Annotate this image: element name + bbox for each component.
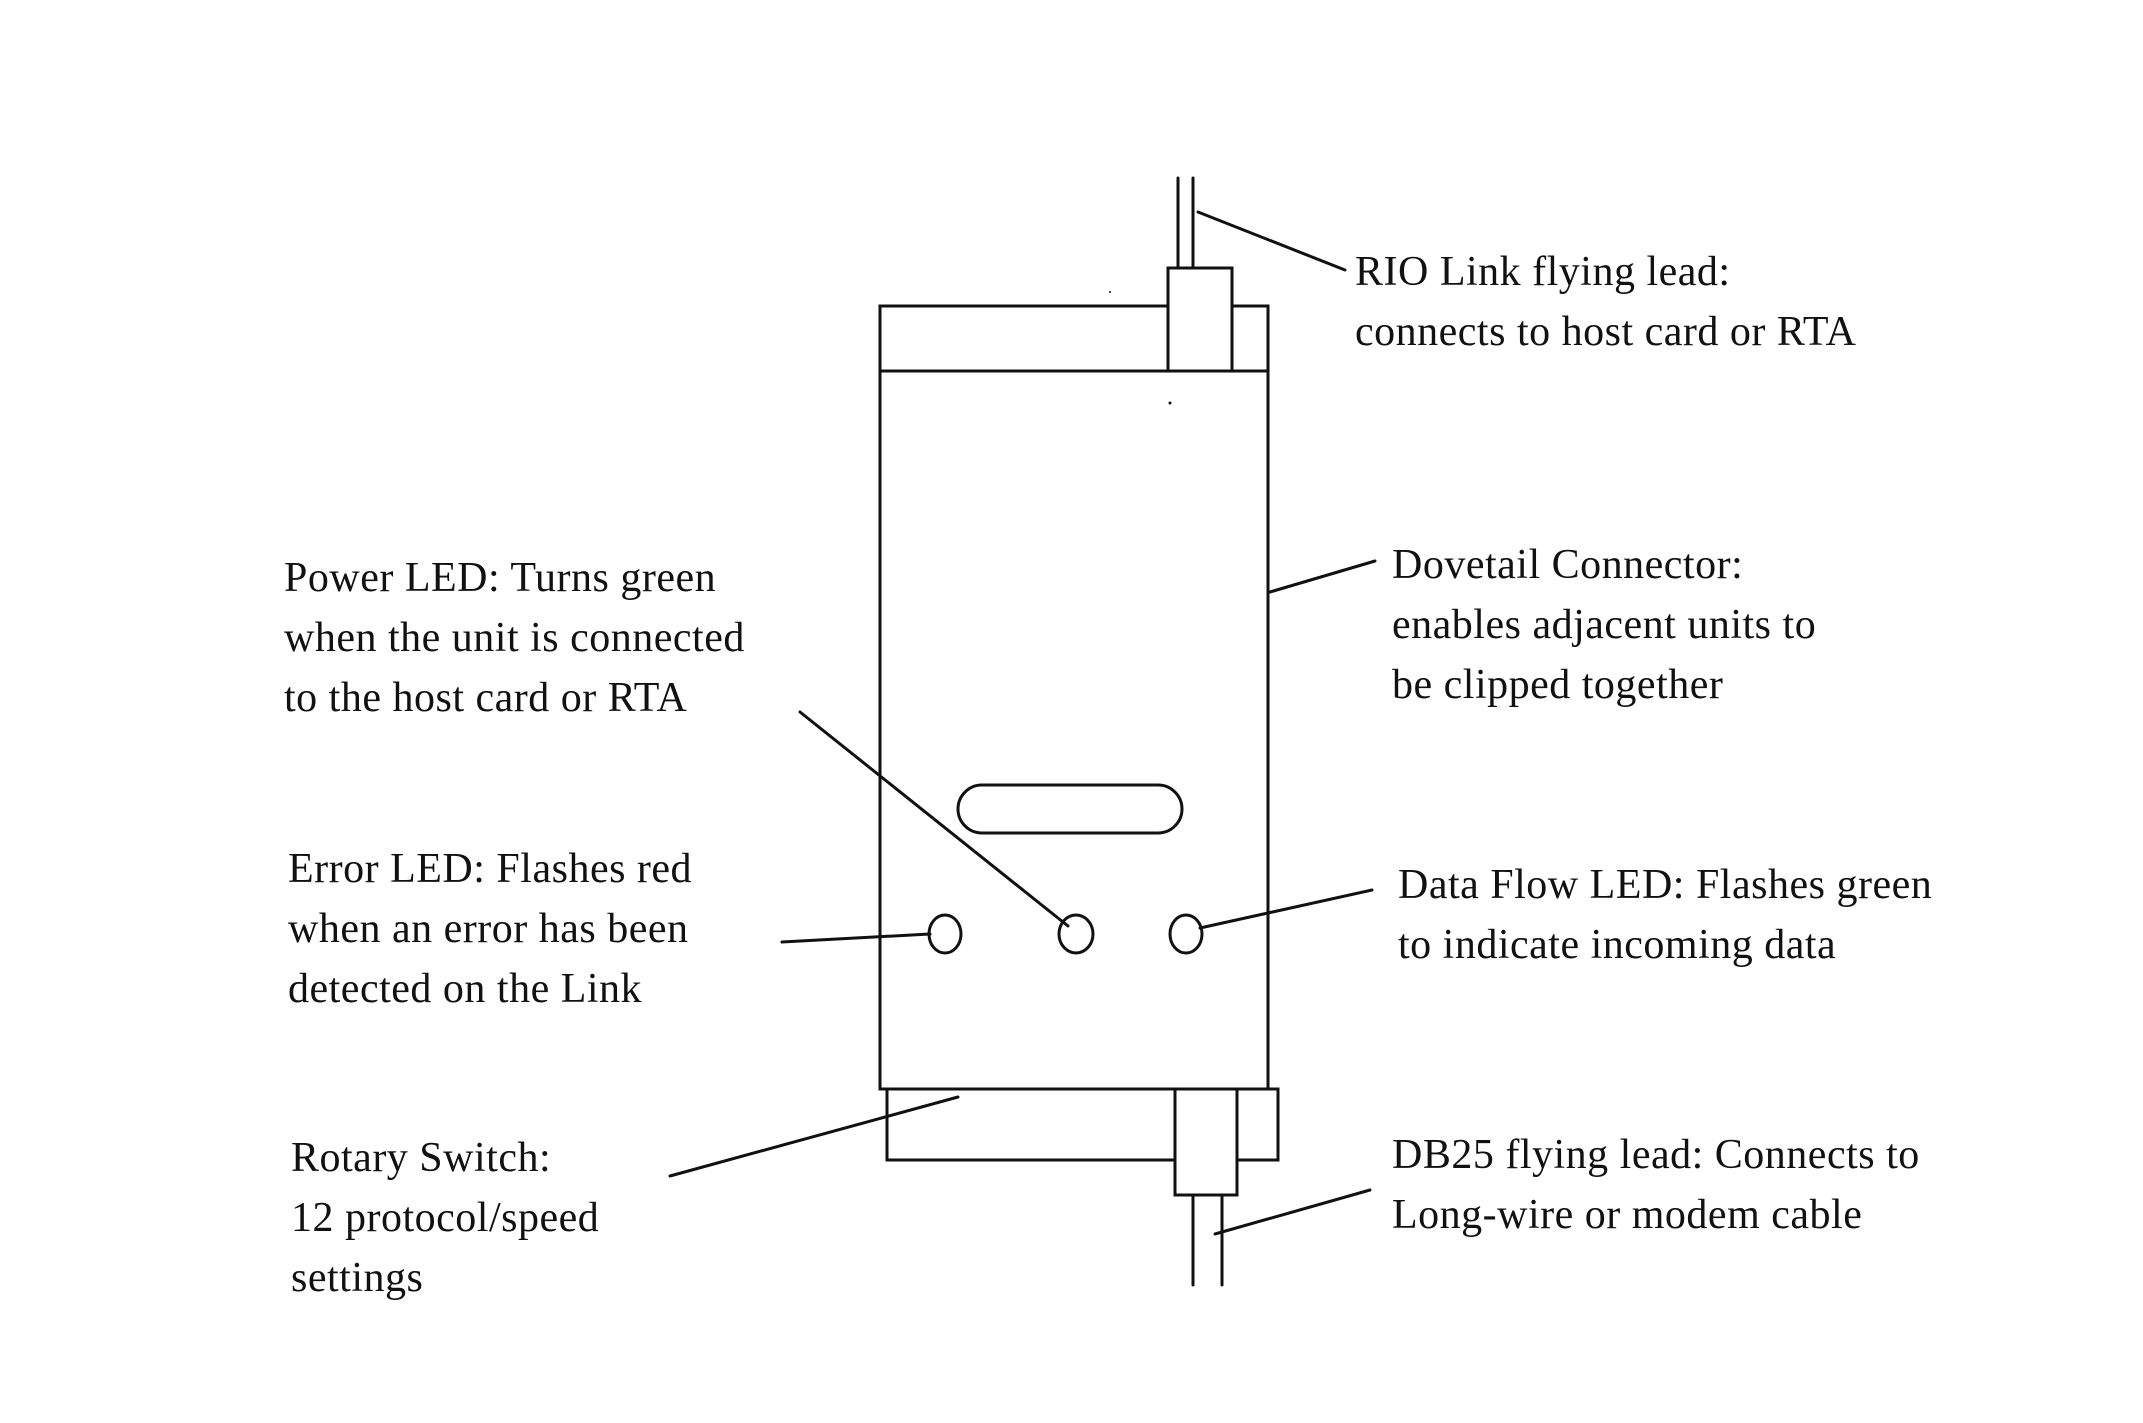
- unit-body: [878, 369, 1270, 1091]
- display-slot: [956, 783, 1184, 835]
- db25-lead-label: DB25 flying lead: Connects to Long-wire …: [1392, 1125, 1920, 1245]
- dovetail-connector-label: Dovetail Connector: enables adjacent uni…: [1392, 535, 1816, 715]
- power-led-label: Power LED: Turns green when the unit is …: [284, 548, 745, 728]
- rotary-switch-housing: [885, 1087, 1280, 1162]
- rio-link-label-line: RIO Link flying lead:: [1355, 249, 1731, 295]
- error-leader-line: [780, 932, 932, 944]
- db25-label-line: Long-wire or modem cable: [1392, 1192, 1863, 1238]
- dovetail-label-line: be clipped together: [1392, 662, 1724, 708]
- dovetail-label-line: Dovetail Connector:: [1392, 542, 1744, 588]
- rotary-switch-label: Rotary Switch: 12 protocol/speed setting…: [291, 1128, 599, 1308]
- data-flow-label-line: to indicate incoming data: [1398, 922, 1837, 968]
- data-flow-led-label: Data Flow LED: Flashes green to indicate…: [1398, 855, 1932, 975]
- db25-connector: [1173, 1087, 1239, 1197]
- speck: [1168, 401, 1172, 405]
- dovetail-label-line: enables adjacent units to: [1392, 602, 1817, 648]
- rio-link-label: RIO Link flying lead: connects to host c…: [1355, 242, 1857, 362]
- data-flow-leader-line: [1198, 888, 1374, 930]
- rotary-switch-label-line: settings: [291, 1255, 424, 1301]
- power-led-label-line: Power LED: Turns green: [284, 555, 717, 601]
- data-flow-label-line: Data Flow LED: Flashes green: [1398, 862, 1933, 908]
- rio-leader-line: [1196, 210, 1347, 272]
- power-leader-line: [798, 710, 1070, 928]
- rio-connector: [1166, 266, 1234, 373]
- power-led: [1057, 913, 1095, 955]
- db25-leader-line: [1213, 1188, 1372, 1236]
- power-led-label-line: to the host card or RTA: [284, 675, 688, 721]
- error-led-label-line: Error LED: Flashes red: [288, 846, 693, 892]
- rotary-switch-label-line: 12 protocol/speed: [291, 1195, 600, 1241]
- power-led-label-line: when the unit is connected: [284, 615, 745, 661]
- db25-label-line: DB25 flying lead: Connects to: [1392, 1132, 1920, 1178]
- data-flow-led: [1168, 913, 1204, 955]
- speck: [1109, 291, 1111, 293]
- rotary-leader-line: [668, 1095, 960, 1178]
- dovetail-leader-line: [1268, 559, 1377, 594]
- rio-link-label-line: connects to host card or RTA: [1355, 309, 1857, 355]
- error-led-label-line: detected on the Link: [288, 966, 643, 1012]
- error-led-label: Error LED: Flashes red when an error has…: [288, 839, 692, 1019]
- rotary-switch-label-line: Rotary Switch:: [291, 1135, 552, 1181]
- error-led-label-line: when an error has been: [288, 906, 689, 952]
- error-led: [927, 913, 963, 955]
